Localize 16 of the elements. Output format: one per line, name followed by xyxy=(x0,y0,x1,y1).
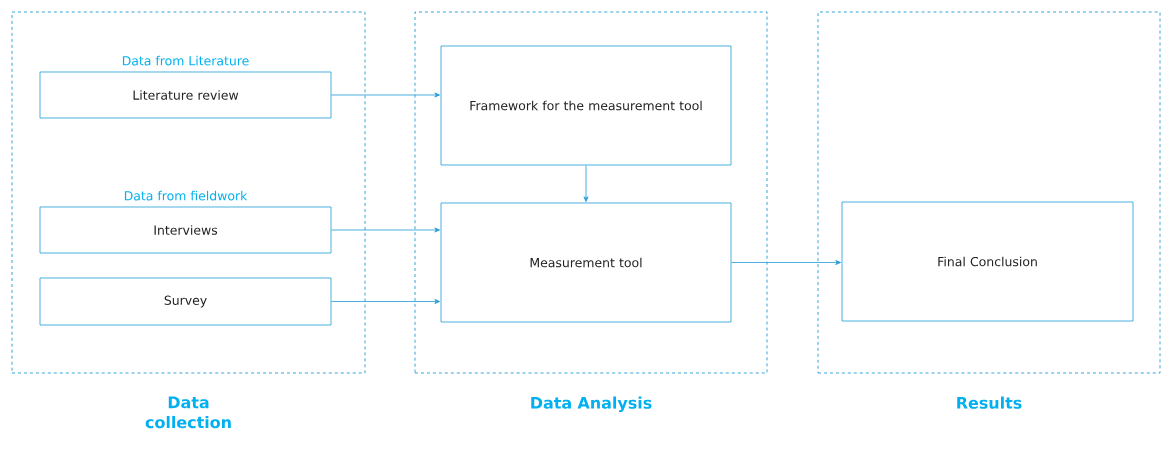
arrow xyxy=(583,165,589,202)
arrow xyxy=(331,92,440,98)
process-box: Framework for the measurement tool xyxy=(440,45,732,166)
group-label: Data from Literature xyxy=(122,55,249,66)
arrow xyxy=(731,260,841,265)
arrow xyxy=(331,299,440,304)
process-box: Survey xyxy=(39,277,332,326)
panel-heading: Data collection xyxy=(145,396,231,429)
process-box: Literature review xyxy=(39,71,332,119)
process-box: Measurement tool xyxy=(440,202,732,323)
process-box: Final Conclusion xyxy=(841,201,1134,322)
arrow xyxy=(331,227,440,233)
panel-heading: Results xyxy=(957,396,1022,409)
panel-heading: Data Analysis xyxy=(531,396,652,413)
process-box: Interviews xyxy=(39,206,332,254)
group-label: Data from fieldwork xyxy=(124,190,248,201)
